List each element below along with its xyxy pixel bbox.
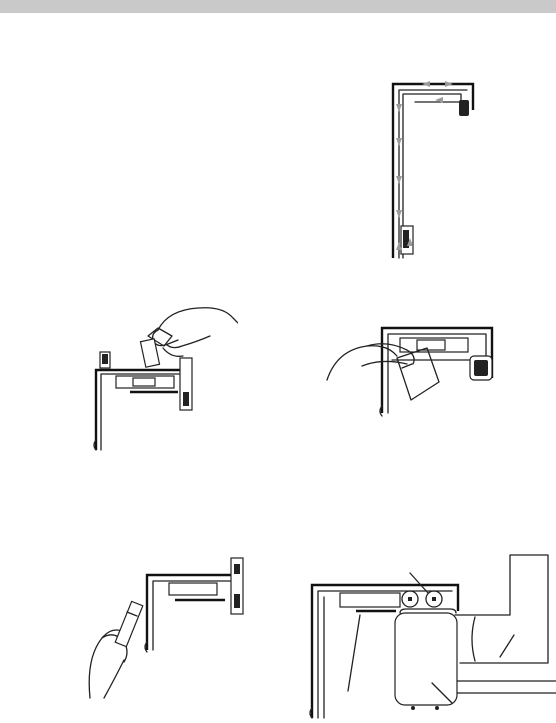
- fig-insert-strip: [88, 300, 238, 455]
- arrow-icons: [396, 81, 453, 250]
- fig-device-mounted: [300, 553, 556, 723]
- fig-frame-arrows: [385, 78, 480, 263]
- header-bar: [0, 0, 556, 13]
- pipe-icon: [455, 555, 548, 663]
- frame-icon: [145, 558, 243, 652]
- panel-frame-icon: [94, 352, 192, 450]
- hand-icon: [89, 601, 143, 698]
- l-frame-icon: [393, 84, 473, 258]
- fig-hand-pen: [85, 550, 247, 700]
- device-icon: [395, 609, 556, 710]
- fig-press-corner: [322, 318, 497, 418]
